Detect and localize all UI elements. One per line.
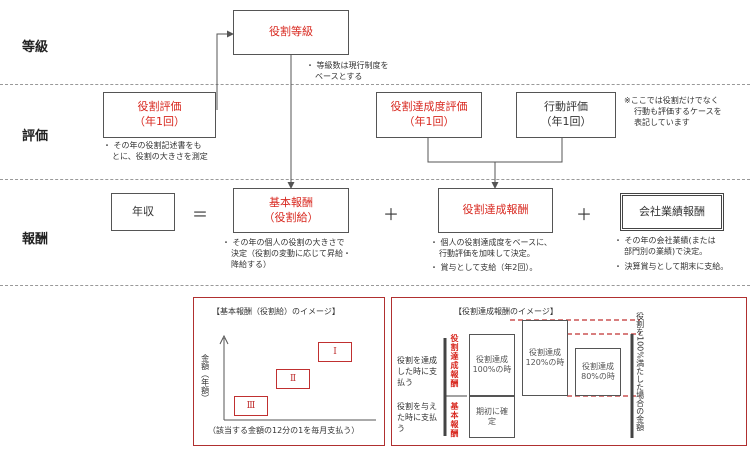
base-pay-note-line: 決定（役割の変動に応じて昇給・ bbox=[231, 248, 351, 258]
company-pay-note-line: 部門別の業績)で決定。 bbox=[624, 246, 708, 256]
achievement-80-box: 役割達成80%の時 bbox=[575, 348, 621, 396]
achievement-evaluation-title: 役割達成度評価 bbox=[390, 100, 468, 114]
role-evaluation-box: 役割評価 （年1回） bbox=[103, 92, 216, 138]
base-pay-title: 基本報酬 bbox=[269, 195, 313, 209]
annual-income-label: 年収 bbox=[132, 204, 154, 218]
base-pay-vertical-label: 基本報酬 bbox=[450, 402, 459, 438]
row-label-compensation: 報酬 bbox=[22, 232, 49, 247]
company-pay-note: ・ その年の会社業績(または 部門別の業績)で決定。 ・ 決算賞与として期末に支… bbox=[614, 236, 728, 272]
achievement-pay-note: ・ 個人の役割達成度をベースに、 行動評価を加味して決定。 ・ 賞与として支給（… bbox=[430, 238, 552, 273]
separator-2 bbox=[0, 179, 750, 180]
achievement-pay-note-line: ・ 個人の役割達成度をベースに、 bbox=[430, 238, 552, 247]
behavior-evaluation-title: 行動評価 bbox=[544, 100, 588, 114]
role-evaluation-title: 役割評価 bbox=[137, 100, 182, 114]
role-evaluation-note-line: とに、役割の大きさを測定 bbox=[112, 151, 208, 161]
base-pay-note: ・ その年の個人の役割の大きさで 決定（役割の変動に応じて昇給・ 降給する） bbox=[222, 238, 351, 270]
achievement-evaluation-frequency: （年1回） bbox=[403, 115, 455, 128]
behavior-evaluation-box: 行動評価 （年1回） bbox=[516, 92, 616, 138]
achievement-pay-lines bbox=[443, 319, 640, 438]
row-label-evaluation: 評価 bbox=[22, 129, 49, 144]
separator-1 bbox=[0, 84, 750, 85]
evaluation-note-line: ※ここでは役割だけでなく bbox=[624, 96, 719, 105]
base-pay-y-axis-label: 金額（年額） bbox=[200, 354, 210, 402]
achievement-pay-note-line: ・ 賞与として支給（年2回）。 bbox=[430, 262, 538, 272]
base-pay-axes bbox=[219, 334, 376, 421]
base-pay-image-caption: （該当する金額の12分の1を毎月支払う） bbox=[208, 426, 360, 435]
role-evaluation-note-line: ・ その年の役割記述書をも bbox=[103, 141, 202, 150]
base-pay-image-title: 【基本報酬（役割給）のイメージ】 bbox=[212, 307, 340, 316]
fixed-at-start-box: 期初に確定 bbox=[469, 396, 515, 438]
achievement-evaluation-box: 役割達成度評価 （年1回） bbox=[376, 92, 482, 138]
grade-note: ・ 等級数は現行制度を ベースとする bbox=[306, 61, 389, 83]
grade-step-3: Ⅲ bbox=[234, 396, 268, 416]
grade-step-1: Ⅰ bbox=[318, 342, 352, 362]
paid-on-assignment-label: 役割を与えた時に支払う bbox=[397, 402, 437, 433]
achievement-pay-image-title: 【役割達成報酬のイメージ】 bbox=[454, 307, 558, 316]
equals-sign: ＝ bbox=[192, 205, 209, 224]
base-pay-note-line: 降給する） bbox=[231, 259, 271, 269]
row-label-grade: 等級 bbox=[22, 40, 49, 55]
role-evaluation-note: ・ その年の役割記述書をも とに、役割の大きさを測定 bbox=[103, 141, 208, 163]
evaluation-note: ※ここでは役割だけでなく 行動も評価するケースを 表記しています bbox=[624, 96, 722, 128]
full-achievement-amount-note: 役割を100%満たした場合の金額 bbox=[635, 312, 645, 431]
company-pay-note-line: ・ その年の会社業績(または bbox=[614, 236, 716, 245]
company-pay-box: 会社業績報酬 bbox=[620, 193, 724, 231]
achievement-120-box: 役割達成120%の時 bbox=[522, 320, 568, 396]
base-pay-box: 基本報酬 （役割給） bbox=[233, 188, 349, 233]
achievement-pay-image-panel: 【役割達成報酬のイメージ】 役割を達成した時に支払う 役割を与えた時に支払う 役… bbox=[391, 297, 747, 446]
company-pay-note-line: ・ 決算賞与として期末に支給。 bbox=[614, 261, 729, 271]
role-evaluation-frequency: （年1回） bbox=[134, 115, 185, 128]
separator-3 bbox=[0, 285, 750, 286]
annual-income-box: 年収 bbox=[111, 193, 175, 231]
achievement-pay-note-line: 行動評価を加味して決定。 bbox=[439, 248, 535, 258]
achievement-pay-label: 役割達成報酬 bbox=[462, 203, 529, 217]
plus-sign-2: ＋ bbox=[576, 205, 593, 224]
base-pay-note-line: ・ その年の個人の役割の大きさで bbox=[222, 238, 345, 247]
grade-note-line: ベースとする bbox=[315, 71, 363, 81]
grade-note-line: ・ 等級数は現行制度を bbox=[306, 61, 389, 70]
plus-sign-1: ＋ bbox=[383, 205, 400, 224]
connector-lines bbox=[216, 30, 563, 189]
achievement-100-box: 役割達成100%の時 bbox=[469, 334, 515, 396]
grade-step-2: Ⅱ bbox=[276, 369, 310, 389]
company-pay-label: 会社業績報酬 bbox=[639, 204, 705, 218]
achievement-pay-box: 役割達成報酬 bbox=[438, 188, 553, 233]
evaluation-note-line: 表記しています bbox=[634, 117, 690, 127]
base-pay-subtitle: （役割給） bbox=[263, 210, 319, 224]
base-pay-image-panel: 【基本報酬（役割給）のイメージ】 金額（年額） Ⅰ Ⅱ Ⅲ （該当する金額の12… bbox=[193, 297, 385, 446]
evaluation-note-line: 行動も評価するケースを bbox=[634, 106, 722, 116]
achievement-pay-vertical-label: 役割達成報酬 bbox=[450, 334, 459, 388]
paid-on-achievement-label: 役割を達成した時に支払う bbox=[397, 356, 437, 387]
behavior-evaluation-frequency: （年1回） bbox=[540, 115, 592, 128]
role-grade-label: 役割等級 bbox=[269, 25, 313, 39]
role-grade-box: 役割等級 bbox=[233, 10, 349, 55]
